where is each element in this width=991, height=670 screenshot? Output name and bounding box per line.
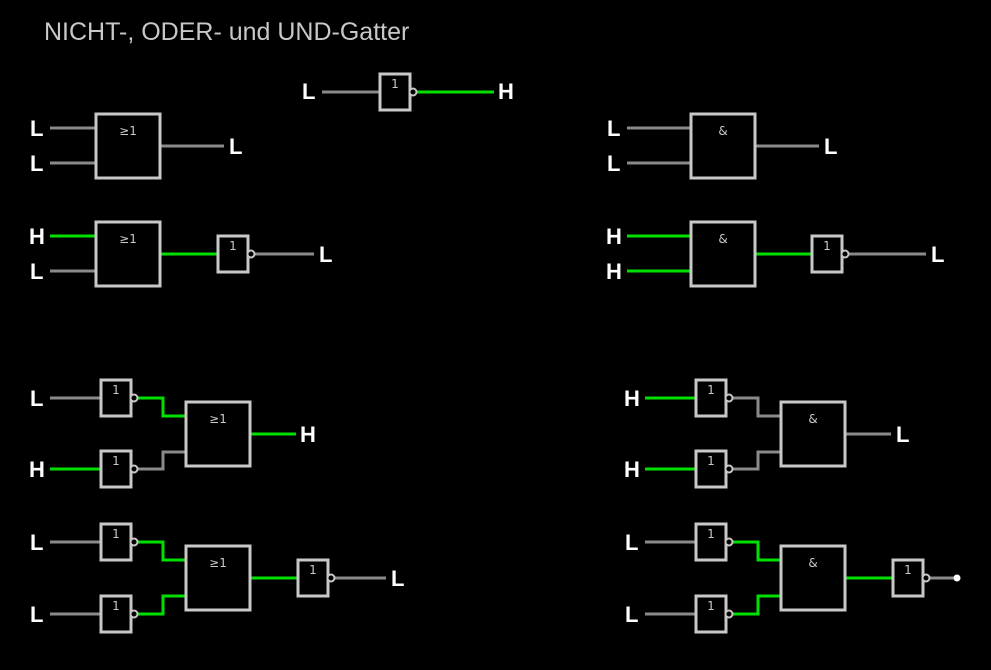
or-gate-box [184, 544, 252, 612]
or-gate-symbol: ≥1 [209, 556, 227, 570]
input-level: H [606, 224, 622, 249]
inverter-bubble [724, 393, 734, 403]
input-level: H [624, 386, 640, 411]
inverter-bubble [129, 393, 139, 403]
wire-high [138, 396, 186, 418]
not-gate-symbol: 1 [391, 77, 399, 91]
not-gate-box [810, 234, 844, 274]
not-gate-box [694, 378, 728, 418]
and-gate-box [689, 112, 757, 180]
output-level: L [391, 566, 404, 591]
input-level: L [30, 151, 43, 176]
inverter-bubble [129, 609, 139, 619]
input-level: H [29, 224, 45, 249]
input-level: L [30, 602, 43, 627]
and-gate-negated-inputs: 1 1 & H H L [624, 378, 909, 489]
diagram-title: NICHT-, ODER- und UND-Gatter [44, 18, 410, 46]
output-level: L [896, 422, 909, 447]
input-level: H [606, 259, 622, 284]
input-level: L [607, 151, 620, 176]
not-gate-symbol: 1 [112, 383, 120, 397]
input-level: L [30, 386, 43, 411]
wire-high [138, 594, 186, 616]
or-gate-symbol: ≥1 [209, 412, 227, 426]
inverter-bubble [921, 573, 931, 583]
input-level: H [29, 457, 45, 482]
nor-gate-1: ≥1 1 H L L [29, 220, 332, 288]
input-level: L [302, 79, 315, 104]
not-gate-symbol: 1 [112, 599, 120, 613]
not-gate-symbol: 1 [707, 383, 715, 397]
or-gate-box [94, 112, 162, 180]
not-gate-symbol: 1 [707, 454, 715, 468]
and-gate-1: & L L L [607, 112, 837, 180]
and-gate-symbol: & [718, 232, 727, 246]
wire-low [733, 450, 781, 471]
and-gate-box [779, 400, 847, 468]
and-gate-symbol: & [808, 412, 817, 426]
not-gate-symbol: 1 [904, 563, 912, 577]
inverter-bubble [246, 249, 256, 259]
not-gate-symbol: 1 [229, 239, 237, 253]
or-gate-symbol: ≥1 [119, 124, 137, 138]
wire-high [733, 594, 781, 616]
not-gate-symbol: 1 [112, 527, 120, 541]
input-level: L [30, 116, 43, 141]
inverter-bubble [129, 537, 139, 547]
not-gate-symbol: 1 [112, 454, 120, 468]
wire-low [733, 396, 781, 418]
not-gate-box [99, 449, 133, 489]
nand-gate-negated-inputs: 1 1 & 1 L L [625, 522, 961, 634]
output-terminal [953, 574, 961, 582]
and-gate-symbol: & [718, 124, 727, 138]
or-gate-box [184, 400, 252, 468]
not-gate-box [296, 558, 330, 598]
or-gate-negated-inputs: 1 1 ≥1 L H H [29, 378, 316, 489]
not-gate-symbol: 1 [309, 563, 317, 577]
output-level: H [300, 422, 316, 447]
inverter-bubble [129, 464, 139, 474]
input-level: L [625, 602, 638, 627]
and-gate-box [689, 220, 757, 288]
not-gate-box [99, 594, 133, 634]
or-gate-symbol: ≥1 [119, 232, 137, 246]
input-level: L [625, 530, 638, 555]
inverter-bubble [840, 249, 850, 259]
not-gate-symbol: 1 [707, 599, 715, 613]
wire-low [138, 450, 186, 471]
not-gate-box [99, 522, 133, 562]
inverter-bubble [724, 464, 734, 474]
output-level: L [319, 242, 332, 267]
output-level: L [824, 134, 837, 159]
output-level: L [931, 242, 944, 267]
nor-gate-negated-inputs: 1 1 ≥1 1 L L L [30, 522, 404, 634]
inverter-bubble [724, 537, 734, 547]
wire-high [138, 540, 186, 562]
input-level: L [30, 530, 43, 555]
not-gate-symbol: 1 [823, 239, 831, 253]
nand-gate-1: & 1 H H L [606, 220, 944, 288]
wire-high [733, 540, 781, 562]
or-gate-1: ≥1 L L L [30, 112, 242, 180]
output-level: H [498, 79, 514, 104]
inverter-bubble [724, 609, 734, 619]
output-level: L [229, 134, 242, 159]
not-gate-box [99, 378, 133, 418]
and-gate-symbol: & [808, 556, 817, 570]
not-gate-box [694, 522, 728, 562]
input-level: L [30, 259, 43, 284]
and-gate-box [779, 544, 847, 612]
or-gate-box [94, 220, 162, 288]
not-gate-single: 1 L H [302, 72, 514, 112]
not-gate-symbol: 1 [707, 527, 715, 541]
input-level: H [624, 457, 640, 482]
input-level: L [607, 116, 620, 141]
inverter-bubble [326, 573, 336, 583]
inverter-bubble [408, 87, 418, 97]
